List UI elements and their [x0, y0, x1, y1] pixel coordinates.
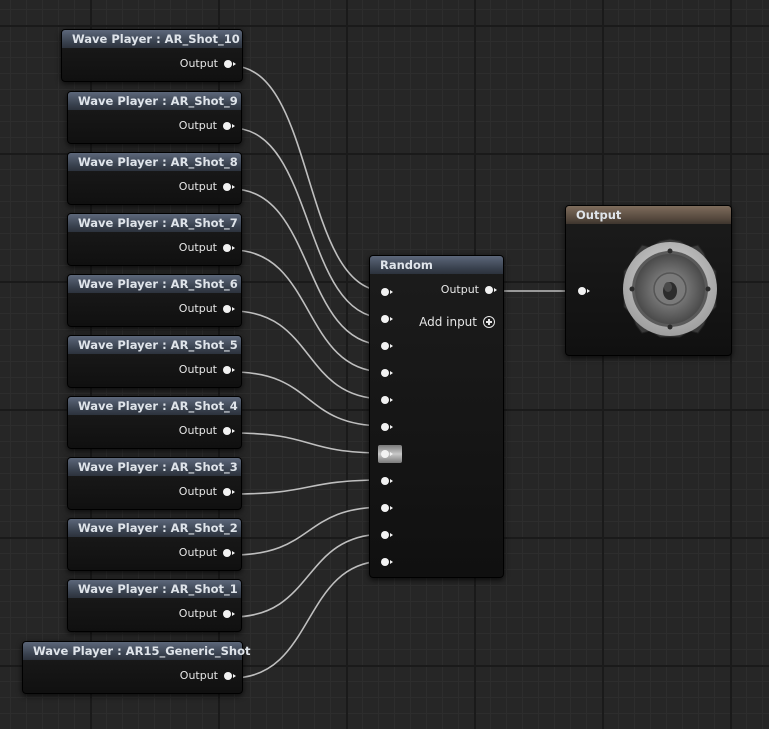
random-input-pin[interactable]: [381, 450, 393, 458]
node-title: Wave Player : AR_Shot_8: [68, 153, 241, 171]
wave-player-node[interactable]: Wave Player : AR_Shot_10 Output: [61, 29, 243, 82]
output-pin-row[interactable]: Output: [178, 607, 235, 620]
output-pin-label: Output: [179, 57, 218, 70]
output-pin[interactable]: [224, 59, 236, 68]
random-node[interactable]: Random Output Add input: [369, 255, 504, 578]
speaker-icon: [616, 235, 724, 343]
node-title: Random: [370, 256, 503, 274]
output-pin-label: Output: [178, 546, 217, 559]
random-input-pin[interactable]: [381, 423, 393, 431]
output-pin-label: Output: [178, 119, 217, 132]
output-pin-label: Output: [178, 485, 217, 498]
output-pin-row[interactable]: Output: [178, 180, 235, 193]
wire: [231, 506, 386, 556]
random-input-pin[interactable]: [381, 288, 393, 296]
output-pin-row[interactable]: Output: [178, 302, 235, 315]
wire: [231, 127, 386, 319]
wave-player-node[interactable]: Wave Player : AR15_Generic_Shot Output: [22, 641, 250, 694]
wire: [231, 371, 386, 427]
output-pin-label: Output: [178, 424, 217, 437]
output-pin-row[interactable]: Output: [178, 546, 235, 559]
wire: [231, 249, 386, 373]
output-pin[interactable]: [223, 121, 235, 130]
add-circle-icon: [483, 316, 495, 328]
output-pin-label: Output: [178, 363, 217, 376]
random-input-pin[interactable]: [381, 531, 393, 539]
wave-player-node[interactable]: Wave Player : AR_Shot_9 Output: [67, 91, 242, 144]
random-input-pin[interactable]: [381, 369, 393, 377]
node-title: Wave Player : AR_Shot_2: [68, 519, 241, 537]
output-pin-row[interactable]: Output: [178, 485, 235, 498]
random-input-pin[interactable]: [381, 504, 393, 512]
output-pin-row[interactable]: Output: [179, 669, 236, 682]
output-pin-label: Output: [179, 669, 218, 682]
wire: [231, 432, 386, 454]
output-pin-row[interactable]: Output: [178, 363, 235, 376]
output-pin[interactable]: [223, 426, 235, 435]
output-pin[interactable]: [223, 365, 235, 374]
output-pin[interactable]: [224, 671, 236, 680]
wave-player-node[interactable]: Wave Player : AR_Shot_1 Output: [67, 579, 242, 632]
output-pin-row[interactable]: Output: [178, 241, 235, 254]
random-input-pin[interactable]: [381, 315, 393, 323]
wire: [231, 65, 386, 292]
output-pin[interactable]: [223, 548, 235, 557]
output-pin[interactable]: [485, 285, 497, 294]
wave-player-node[interactable]: Wave Player : AR_Shot_8 Output: [67, 152, 242, 205]
node-title: Wave Player : AR_Shot_4: [68, 397, 241, 415]
wire: [231, 188, 386, 346]
wire: [231, 560, 386, 679]
wire: [231, 479, 386, 495]
output-pin[interactable]: [223, 182, 235, 191]
wire: [231, 533, 386, 618]
random-input-pin[interactable]: [381, 477, 393, 485]
output-pin[interactable]: [223, 304, 235, 313]
node-title: Wave Player : AR_Shot_6: [68, 275, 241, 293]
random-output-pin-row[interactable]: Output: [440, 283, 497, 296]
node-title: Wave Player : AR_Shot_5: [68, 336, 241, 354]
output-pin-label: Output: [178, 607, 217, 620]
output-pin-label: Output: [178, 180, 217, 193]
output-pin[interactable]: [223, 243, 235, 252]
add-input-label: Add input: [419, 315, 477, 329]
wave-player-node[interactable]: Wave Player : AR_Shot_3 Output: [67, 457, 242, 510]
input-pin[interactable]: [578, 287, 590, 295]
node-title: Wave Player : AR15_Generic_Shot: [23, 642, 250, 660]
node-title: Output: [566, 206, 731, 224]
wave-player-node[interactable]: Wave Player : AR_Shot_5 Output: [67, 335, 242, 388]
output-node[interactable]: Output: [565, 205, 732, 356]
random-input-pin[interactable]: [381, 558, 393, 566]
random-input-pin[interactable]: [381, 396, 393, 404]
wave-player-node[interactable]: Wave Player : AR_Shot_7 Output: [67, 213, 242, 266]
wave-player-node[interactable]: Wave Player : AR_Shot_2 Output: [67, 518, 242, 571]
random-input-pin[interactable]: [381, 342, 393, 350]
output-pin-label: Output: [178, 241, 217, 254]
output-pin-row[interactable]: Output: [179, 57, 236, 70]
node-title: Wave Player : AR_Shot_1: [68, 580, 241, 598]
wave-player-node[interactable]: Wave Player : AR_Shot_6 Output: [67, 274, 242, 327]
wire: [231, 310, 386, 400]
node-title: Wave Player : AR_Shot_10: [62, 30, 242, 48]
node-title: Wave Player : AR_Shot_9: [68, 92, 241, 110]
add-input-button[interactable]: Add input: [419, 315, 495, 329]
node-title: Wave Player : AR_Shot_3: [68, 458, 241, 476]
node-title: Wave Player : AR_Shot_7: [68, 214, 241, 232]
output-pin[interactable]: [223, 609, 235, 618]
output-pin-label: Output: [440, 283, 479, 296]
wave-player-node[interactable]: Wave Player : AR_Shot_4 Output: [67, 396, 242, 449]
output-pin[interactable]: [223, 487, 235, 496]
output-pin-label: Output: [178, 302, 217, 315]
output-pin-row[interactable]: Output: [178, 119, 235, 132]
output-pin-row[interactable]: Output: [178, 424, 235, 437]
